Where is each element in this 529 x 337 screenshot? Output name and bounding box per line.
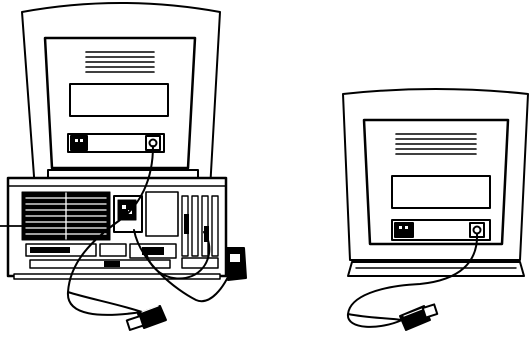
fan-grille bbox=[22, 192, 110, 240]
second-monitor bbox=[343, 89, 528, 330]
monitor-label-plate bbox=[392, 176, 490, 208]
power-plug bbox=[226, 248, 246, 280]
system-unit bbox=[8, 178, 226, 279]
left-monitor bbox=[22, 3, 220, 190]
monitor-label-plate bbox=[70, 84, 168, 116]
computer-with-monitor bbox=[0, 3, 246, 330]
board-panel bbox=[146, 192, 178, 236]
power-socket-icon bbox=[395, 223, 413, 237]
power-socket-icon bbox=[71, 136, 87, 150]
monitor-base bbox=[348, 262, 524, 276]
cable-connector bbox=[400, 304, 437, 330]
